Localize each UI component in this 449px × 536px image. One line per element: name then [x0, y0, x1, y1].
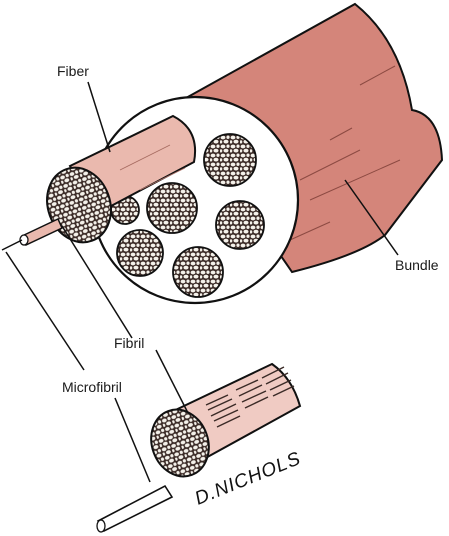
fiber-section [203, 133, 257, 187]
fibril-cross-section [150, 408, 210, 478]
fiber-section [116, 229, 164, 277]
bundle-leader [344, 179, 399, 256]
fibril-leader-up [61, 225, 133, 339]
label-bundle: Bundle [395, 257, 439, 273]
microfibril-leader-up [5, 251, 85, 371]
fiber-section [215, 200, 265, 250]
label-fiber: Fiber [57, 63, 89, 79]
fiber-leader [87, 81, 111, 153]
fiber-section [146, 182, 198, 234]
fibril-banding [205, 366, 295, 428]
fiber [1, 114, 196, 251]
fiber-cross-section [46, 166, 112, 244]
bundle-texture [289, 65, 401, 241]
microfibril-thread [1, 239, 23, 251]
microfibril-body [96, 484, 174, 533]
fibril [96, 362, 302, 533]
bundle [90, 2, 444, 305]
label-microfibril: Microfibril [62, 379, 122, 395]
microfibril-leader-down [114, 397, 151, 483]
fibril-leader-down [155, 349, 189, 414]
fiber-section [172, 246, 224, 298]
label-fibril: Fibril [114, 335, 144, 351]
bundle-fiber-sections [110, 133, 265, 298]
leader-lines [5, 81, 399, 483]
